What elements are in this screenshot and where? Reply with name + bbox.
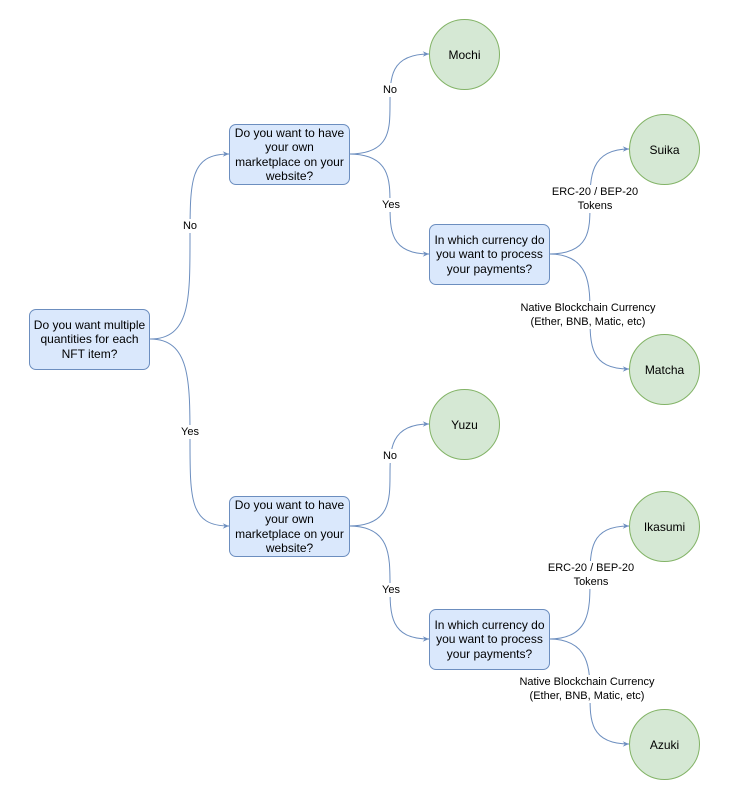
question-label: In which currency do you want to process… (434, 232, 545, 276)
question-currency-top: In which currency do you want to process… (429, 224, 550, 285)
result-label: Azuki (649, 737, 680, 752)
result-label: Ikasumi (643, 519, 686, 534)
edge-top-no (348, 51, 430, 155)
result-label: Mochi (448, 47, 481, 62)
result-ikasumi: Ikasumi (629, 491, 700, 562)
edge-label-top-yes: Yes (381, 198, 401, 212)
edge-label-root-yes: Yes (180, 425, 200, 439)
edge-label-bottom-no: No (381, 449, 399, 463)
edge-root-no (149, 151, 230, 340)
edge-bottom-no (348, 421, 430, 527)
question-own-marketplace-top: Do you want to have your own marketplace… (229, 124, 350, 185)
edge-root-yes (149, 338, 230, 529)
question-label: In which currency do you want to process… (434, 617, 545, 661)
result-azuki: Azuki (629, 709, 700, 780)
result-label: Yuzu (451, 417, 478, 432)
result-label: Suika (649, 142, 680, 157)
edge-label-top-erc: ERC-20 / BEP-20 Tokens (548, 185, 642, 213)
result-label: Matcha (644, 362, 685, 377)
result-mochi: Mochi (429, 19, 500, 90)
question-label: Do you want to have your own marketplace… (234, 497, 345, 556)
result-yuzu: Yuzu (429, 389, 500, 460)
edge-label-top-no: No (381, 83, 399, 97)
edge-label-top-native: Native Blockchain Currency (Ether, BNB, … (517, 301, 659, 329)
edge-label-bottom-yes: Yes (381, 583, 401, 597)
question-currency-bottom: In which currency do you want to process… (429, 609, 550, 670)
question-multiple-quantities: Do you want multiple quantities for each… (29, 309, 150, 370)
result-suika: Suika (629, 114, 700, 185)
edge-label-root-no: No (181, 219, 199, 233)
edge-label-bottom-erc: ERC-20 / BEP-20 Tokens (544, 561, 638, 589)
question-label: Do you want multiple quantities for each… (33, 317, 146, 361)
edge-label-bottom-native: Native Blockchain Currency (Ether, BNB, … (516, 675, 658, 703)
question-label: Do you want to have your own marketplace… (234, 125, 345, 184)
result-matcha: Matcha (629, 334, 700, 405)
question-own-marketplace-bottom: Do you want to have your own marketplace… (229, 496, 350, 557)
